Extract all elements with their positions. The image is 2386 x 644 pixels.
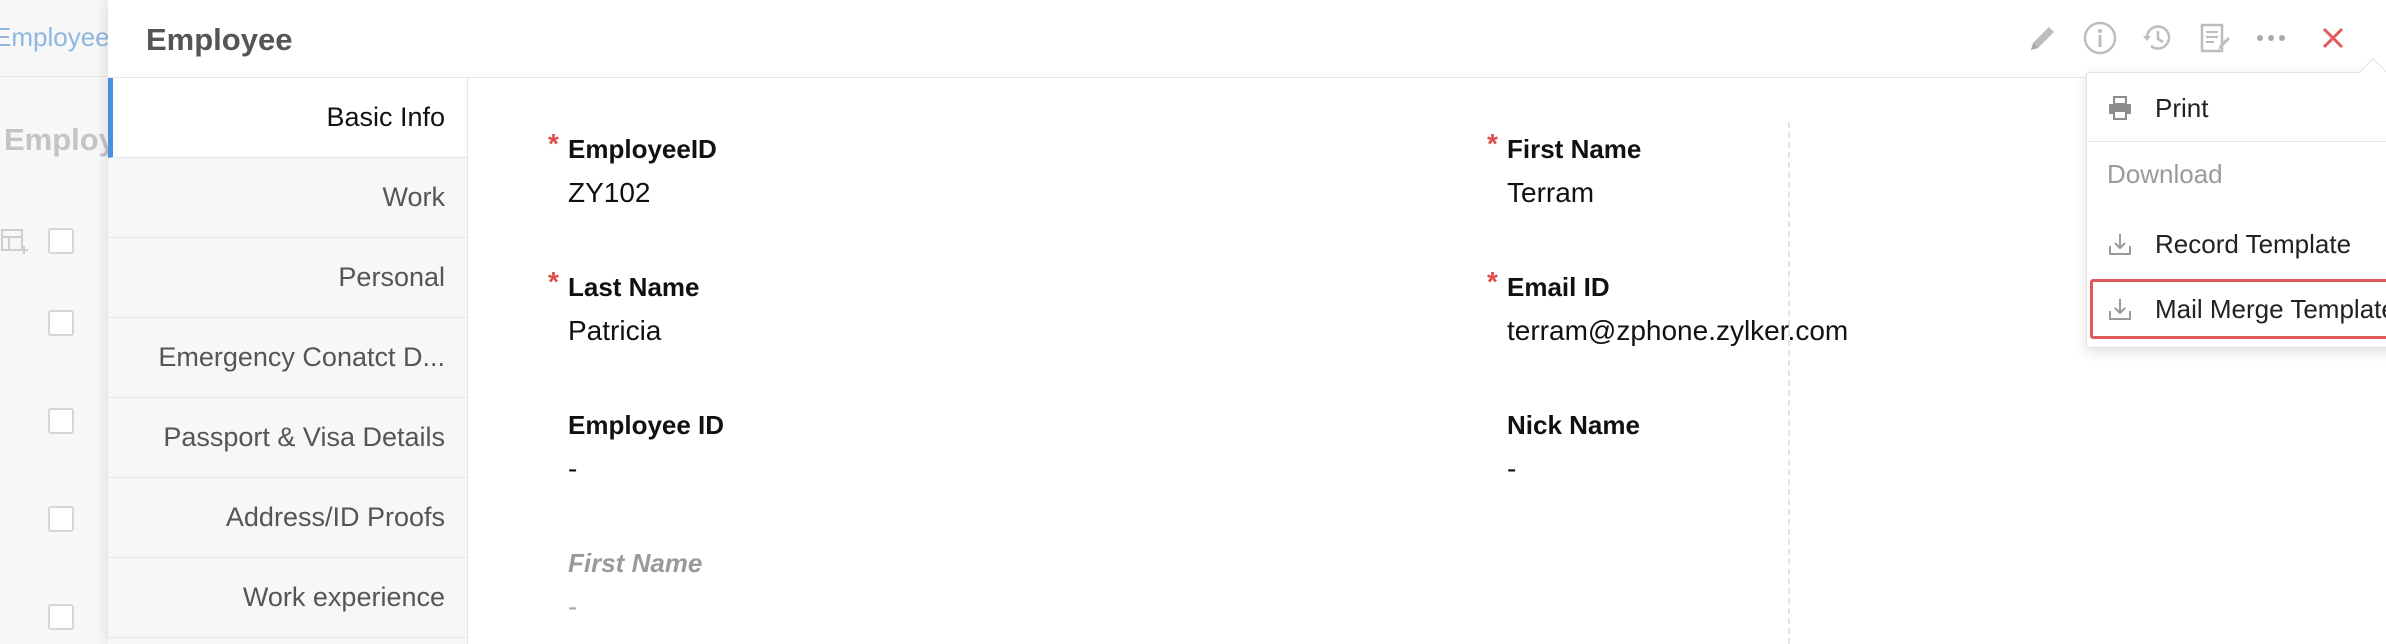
more-options-button[interactable] <box>2251 18 2291 58</box>
field-label: Email ID <box>1487 266 1610 303</box>
field-label: First Name <box>1487 128 1641 165</box>
nav-item-basic-info[interactable]: Basic Info <box>108 78 467 158</box>
notes-button[interactable] <box>2194 18 2234 58</box>
background-tab: Employee <box>0 22 110 52</box>
close-button[interactable] <box>2313 18 2353 58</box>
field-label: Last Name <box>548 266 699 303</box>
field-employee-id: Employee ID - <box>568 410 1168 485</box>
row-checkbox <box>48 310 74 336</box>
field-first-name: First Name Terram <box>1487 128 2107 209</box>
row-checkbox <box>48 408 74 434</box>
history-button[interactable] <box>2137 18 2177 58</box>
field-value: - <box>1507 453 1517 484</box>
history-icon <box>2143 25 2171 50</box>
nav-item-work[interactable]: Work <box>108 158 467 238</box>
more-options-menu: Print Download Record Template <box>2086 57 2386 348</box>
field-label: Nick Name <box>1507 410 1640 440</box>
menu-section-download: Download <box>2107 159 2223 189</box>
field-value: ZY102 <box>568 177 651 208</box>
nav-item-passport-visa[interactable]: Passport & Visa Details <box>108 398 467 478</box>
nav-item-emergency-contact[interactable]: Emergency Conatct D... <box>108 318 467 398</box>
menu-divider <box>2087 141 2386 142</box>
field-value: - <box>568 453 578 484</box>
download-icon <box>2105 229 2135 259</box>
menu-item-record-template[interactable]: Record Template <box>2087 213 2386 275</box>
select-all-checkbox <box>48 228 74 254</box>
field-label: Employee ID <box>568 410 725 440</box>
download-icon <box>2105 294 2135 324</box>
field-value: Terram <box>1507 177 1595 208</box>
field-value: - <box>568 591 578 622</box>
row-checkbox <box>48 506 74 532</box>
printer-icon <box>2105 93 2135 123</box>
edit-button[interactable] <box>2023 18 2063 58</box>
field-nick-name: Nick Name - <box>1507 410 2107 485</box>
add-column-icon <box>1 229 28 254</box>
field-value: Patricia <box>568 315 662 346</box>
field-email-id: Email ID terram@zphone.zylker.com <box>1487 266 2107 347</box>
section-nav: Basic Info Work Personal Emergency Conat… <box>108 78 468 644</box>
notes-icon <box>2200 23 2230 53</box>
column-divider <box>1788 122 1790 644</box>
panel-title: Employee <box>146 22 293 57</box>
row-checkbox <box>48 604 74 630</box>
pencil-icon <box>2031 27 2054 50</box>
field-last-name: Last Name Patricia <box>548 266 1168 347</box>
nav-item-work-experience[interactable]: Work experience <box>108 558 467 638</box>
field-first-name-secondary: First Name - <box>568 548 1168 623</box>
menu-item-label: Record Template <box>2155 228 2352 259</box>
close-icon <box>2322 27 2344 49</box>
background-page-title: Employ <box>4 122 110 157</box>
panel-header: Employee <box>108 0 2386 78</box>
background-page: Employee Employ <box>0 0 110 644</box>
menu-item-mail-merge-template[interactable]: Mail Merge Template <box>2087 278 2386 340</box>
more-horizontal-icon <box>2257 35 2285 41</box>
background-divider <box>0 76 110 77</box>
info-button[interactable] <box>2080 18 2120 58</box>
field-label: First Name <box>568 548 703 578</box>
nav-item-address-id-proofs[interactable]: Address/ID Proofs <box>108 478 467 558</box>
field-employeeid: EmployeeID ZY102 <box>548 128 1168 209</box>
basic-info-content: EmployeeID ZY102 First Name Terram Last … <box>468 78 2386 644</box>
field-value: terram@zphone.zylker.com <box>1507 315 1849 346</box>
employee-record-panel: Employee <box>108 0 2386 644</box>
menu-item-label: Mail Merge Template <box>2155 293 2386 324</box>
menu-item-print[interactable]: Print <box>2087 77 2386 139</box>
field-label: EmployeeID <box>548 128 717 165</box>
nav-item-personal[interactable]: Personal <box>108 238 467 318</box>
menu-item-label: Print <box>2155 92 2209 123</box>
info-icon <box>2083 21 2117 55</box>
